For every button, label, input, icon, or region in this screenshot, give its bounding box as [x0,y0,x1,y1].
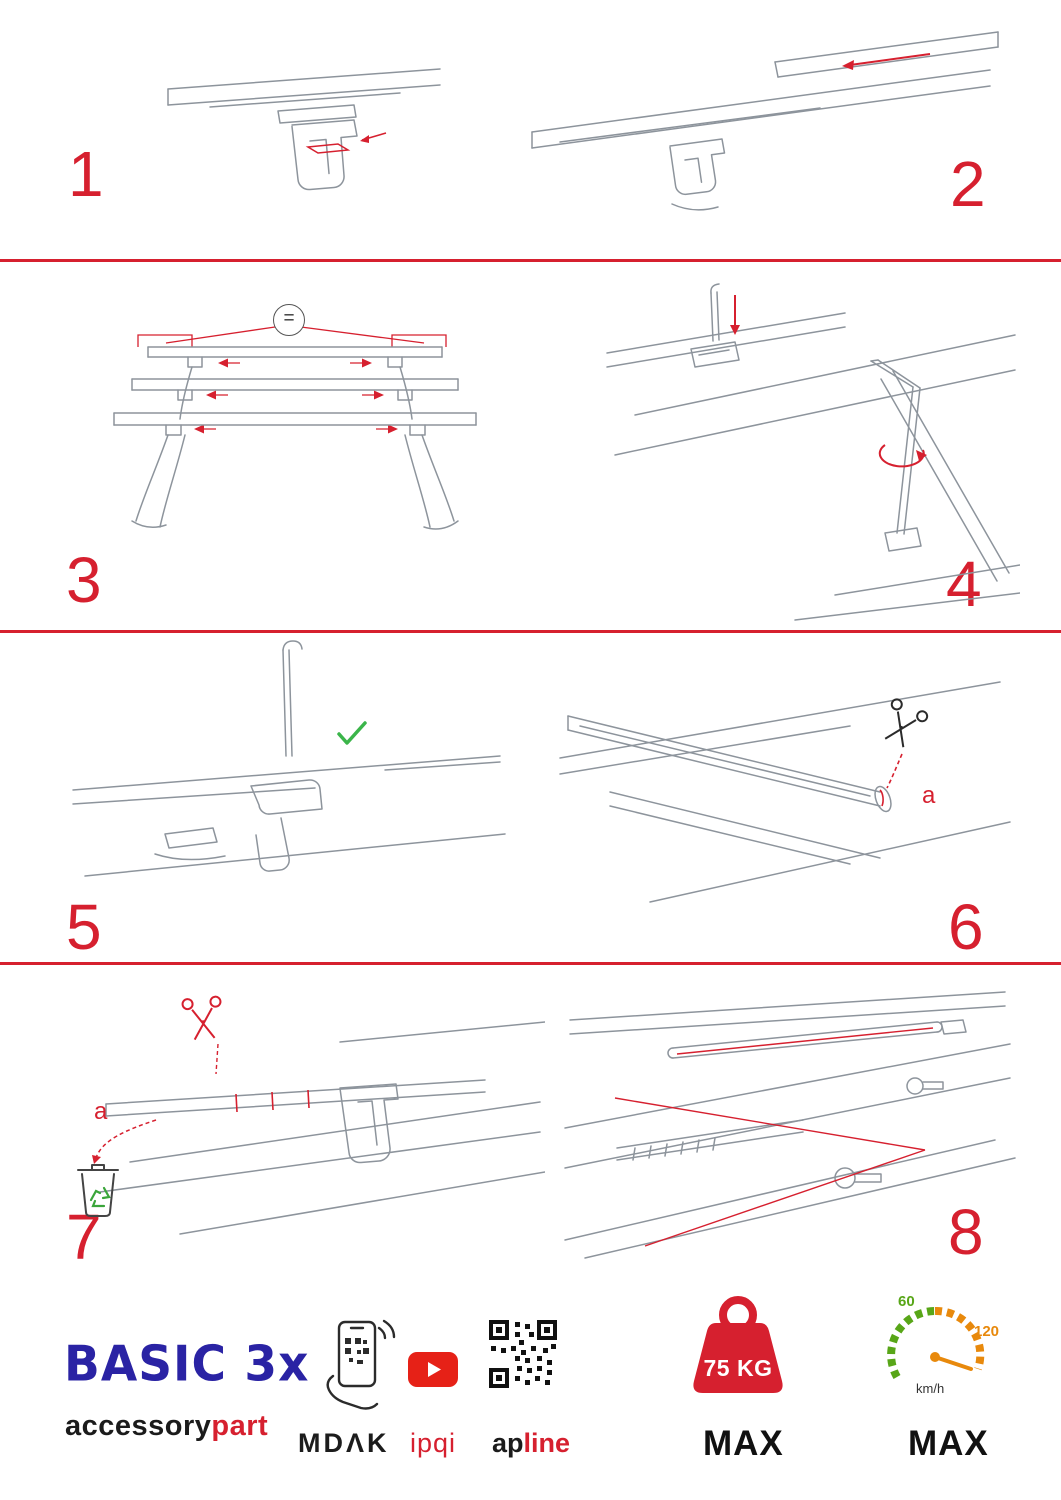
step-4-illustration [595,275,1020,625]
product-name: BASIC 3x [64,1336,310,1394]
arrow-head [360,135,369,143]
equals-badge-icon: = [273,304,305,336]
insert-pin-arrow [730,295,740,335]
step-2-illustration [520,20,1010,225]
trim-discard-drawing [77,995,545,1235]
step-3-illustration [40,283,545,543]
section-divider-3 [0,962,1061,965]
speed-unit-label: km/h [916,1381,945,1396]
cut-guide-dashed-line [886,753,903,789]
weight-max-label: MAX [703,1424,784,1463]
step-6-number: 6 [948,891,984,963]
cut-line-dashed [215,1043,219,1075]
step-2-number: 2 [950,148,986,220]
scissors-icon [181,995,222,1041]
discard-path [92,1119,157,1164]
apline-word-red: line [523,1428,571,1458]
placement-guides [614,1027,934,1247]
brand-wordmark: accessorypart [65,1410,268,1443]
step-8-illustration [555,978,1020,1270]
apline-word-black: ap [492,1428,524,1458]
final-placement-drawing [564,991,1016,1259]
check-icon [337,721,367,745]
step-6-cut-label: a [922,782,936,809]
step-7-illustration [40,982,545,1240]
partner-mdak-label: MDΛK [298,1428,390,1458]
step-1-number: 1 [68,138,104,210]
youtube-icon [408,1352,458,1387]
partner-ipqi-label: ipqi [410,1428,457,1458]
step-3-number: 3 [66,544,102,616]
brand-word-black: accessory [65,1410,212,1442]
step-6-illustration [550,662,1015,914]
step-1-illustration [150,55,450,235]
allen-key-drawing [606,283,1020,621]
speed-tick-high: 120 [974,1323,1000,1340]
step-7-cut-label: a [94,1098,108,1125]
scissors-icon [884,698,929,748]
step-8-number: 8 [948,1196,984,1268]
phone-qr-icon [315,1318,400,1410]
qr-code-icon [489,1320,557,1388]
weight-icon: 75 KG [672,1293,804,1411]
rotate-arrow [878,444,927,468]
cut-end-highlight [879,789,884,807]
trash-recycle-icon [77,1164,119,1217]
step-5-illustration [55,638,520,910]
cut-marks [235,1089,310,1113]
slide-direction-arrow [842,53,931,70]
cut-strip-drawing [559,681,1011,903]
section-divider-2 [0,630,1061,633]
section-divider-1 [0,259,1061,262]
partner-apline-label: apline [492,1428,570,1459]
insert-pad-highlight [305,132,387,154]
step-4-number: 4 [946,548,982,620]
weight-limit-value: 75 KG [703,1355,773,1381]
speed-max-label: MAX [908,1424,989,1463]
step-5-number: 5 [66,891,102,963]
equal-spacing-drawing [113,326,477,530]
arrow-heads [194,358,398,434]
slide-strip-drawing [531,31,999,211]
pin-check-drawing [72,640,506,877]
speed-tick-low: 60 [898,1293,915,1310]
brand-word-red: part [211,1410,269,1442]
clamp-under-bar-drawing [167,68,441,191]
speedometer-icon: 60 120 km/h [876,1293,999,1405]
